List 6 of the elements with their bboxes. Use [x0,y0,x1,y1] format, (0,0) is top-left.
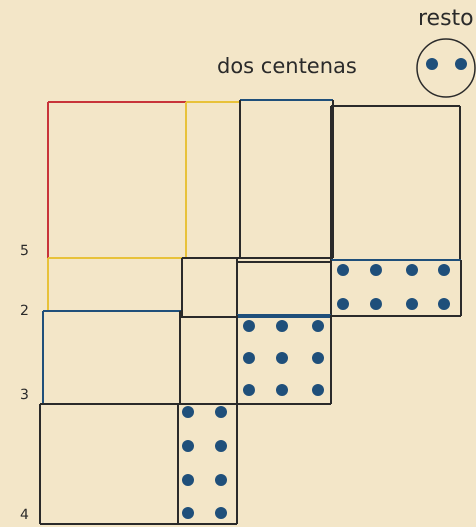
row-number: 3 [20,388,29,402]
row-number: 5 [20,244,29,258]
row-number: 4 [20,508,29,522]
word-label: resto [418,8,474,30]
row-number: 2 [20,304,29,318]
word-label: dos centenas [217,56,357,77]
